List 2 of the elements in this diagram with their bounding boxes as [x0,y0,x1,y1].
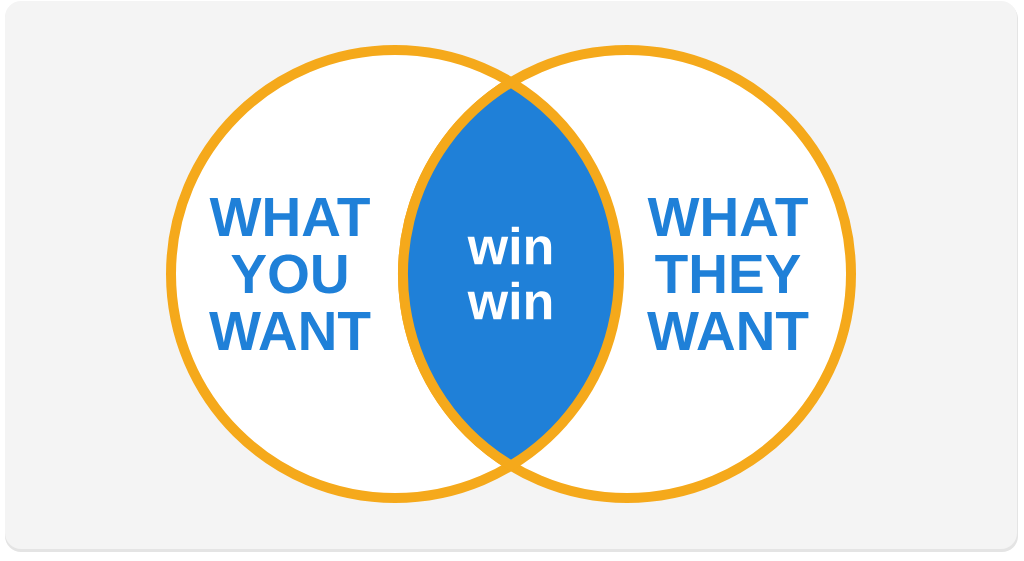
overlap-lens: win win [398,77,624,471]
node-label: WHAT THEY WANT [647,198,809,350]
